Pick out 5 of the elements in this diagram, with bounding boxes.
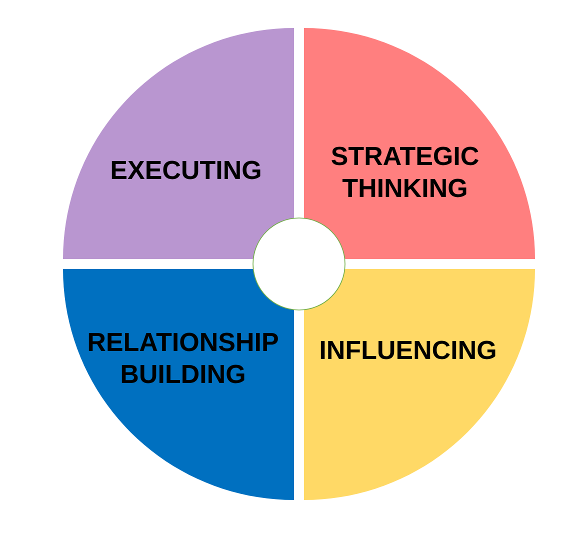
quadrant: INFLUENCING: [304, 269, 535, 500]
quadrant: EXECUTING: [63, 28, 294, 259]
quadrant: RELATIONSHIP BUILDING: [63, 269, 294, 500]
center-circle: [252, 218, 346, 310]
quadrant: STRATEGIC THINKING: [304, 28, 535, 259]
